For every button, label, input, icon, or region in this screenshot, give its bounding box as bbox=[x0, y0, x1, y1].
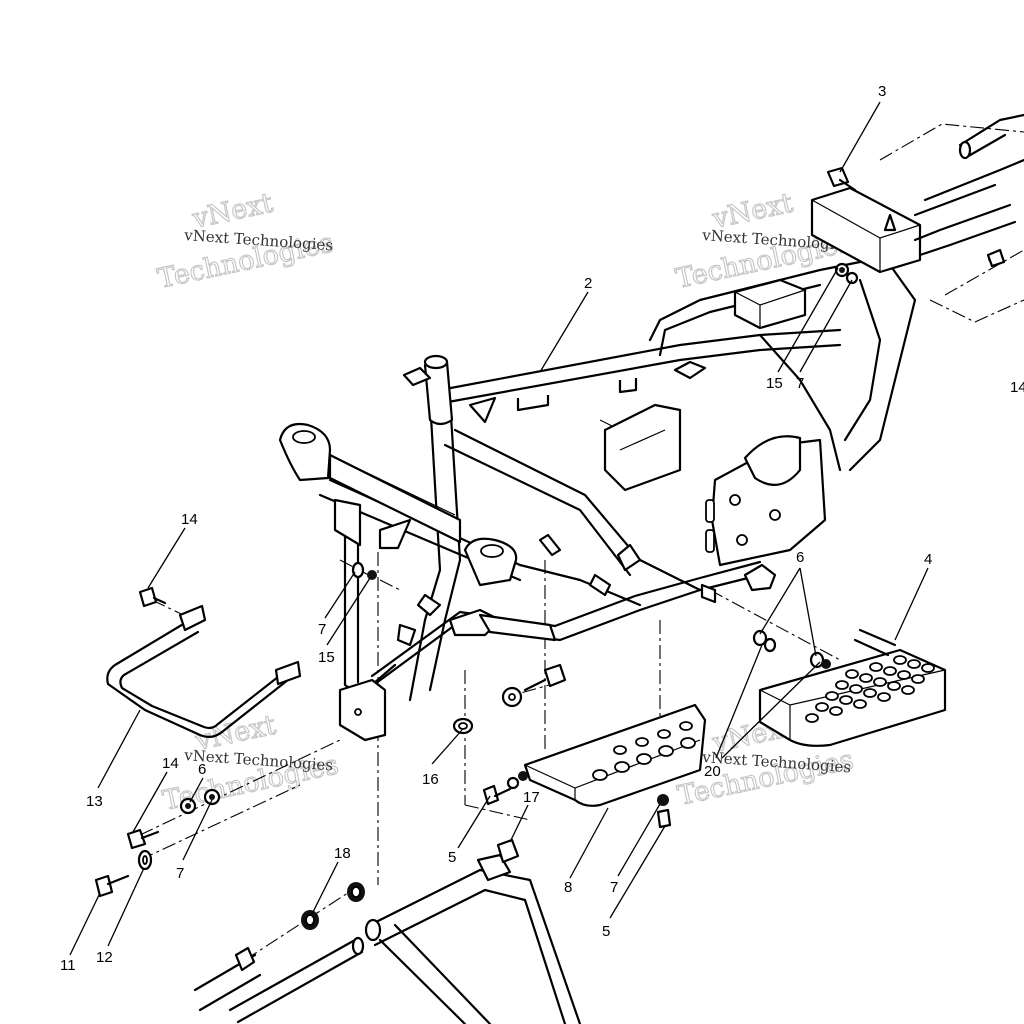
footrest-hole bbox=[883, 666, 897, 676]
foot-plate-hole bbox=[614, 761, 630, 773]
main-frame bbox=[278, 113, 1024, 742]
footrest-hole bbox=[815, 702, 829, 712]
callout-15-upper: 15 bbox=[766, 375, 783, 392]
footrest-hole bbox=[901, 685, 915, 695]
footrest-hole bbox=[853, 699, 867, 709]
foot-plate-hole bbox=[680, 737, 696, 749]
footrest-hole bbox=[845, 669, 859, 679]
footrest-peg-holes bbox=[805, 655, 935, 723]
footrest-hole bbox=[835, 680, 849, 690]
callout-7-lower-right: 7 bbox=[610, 879, 618, 896]
callout-7-upper: 7 bbox=[796, 375, 804, 392]
callout-4: 4 bbox=[924, 551, 932, 568]
footrest-hole bbox=[863, 688, 877, 698]
callout-14-lower: 14 bbox=[162, 755, 179, 772]
a-arm bbox=[364, 853, 582, 1024]
foot-plate-hole bbox=[613, 745, 627, 755]
fasteners bbox=[94, 166, 1006, 972]
foot-plate-hole bbox=[657, 729, 671, 739]
callout-14-right-edge: 14 bbox=[1010, 379, 1024, 396]
callout-14-left: 14 bbox=[181, 511, 198, 528]
callout-13: 13 bbox=[86, 793, 103, 810]
callout-20: 20 bbox=[704, 763, 721, 780]
footrest-hole bbox=[859, 673, 873, 683]
callout-12: 12 bbox=[96, 949, 113, 966]
footrest-hole bbox=[869, 662, 883, 672]
callout-7-lower-left: 7 bbox=[176, 865, 184, 882]
foot-plate-hole bbox=[658, 745, 674, 757]
footrest-hole bbox=[887, 681, 901, 691]
callout-6-lower: 6 bbox=[198, 761, 206, 778]
callout-numbers: 3 2 15 7 14 14 7 15 6 4 13 14 6 7 16 20 … bbox=[60, 83, 1024, 974]
callout-11: 11 bbox=[60, 957, 76, 974]
foot-plate-holes bbox=[592, 721, 696, 781]
callout-15-left: 15 bbox=[318, 649, 335, 666]
footrest-hole bbox=[825, 691, 839, 701]
callout-18: 18 bbox=[334, 845, 351, 862]
footrest-hole bbox=[911, 674, 925, 684]
footrest-hole bbox=[873, 677, 887, 687]
footrest-hole bbox=[897, 670, 911, 680]
footrest-hole bbox=[921, 663, 935, 673]
pivot-shaft bbox=[193, 936, 365, 1024]
footrest-hole bbox=[893, 655, 907, 665]
callout-5-center: 5 bbox=[448, 849, 456, 866]
callout-5-lower-right: 5 bbox=[602, 923, 610, 940]
callout-6-right: 6 bbox=[796, 549, 804, 566]
footrest-hole bbox=[805, 713, 819, 723]
callout-8: 8 bbox=[564, 879, 572, 896]
left-footrest-bar bbox=[106, 604, 302, 739]
footrest-hole bbox=[877, 692, 891, 702]
footrest-hole bbox=[839, 695, 853, 705]
footrest-hole bbox=[849, 684, 863, 694]
callout-7-left: 7 bbox=[318, 621, 326, 638]
foot-plate-hole bbox=[636, 753, 652, 765]
callout-3: 3 bbox=[878, 83, 886, 100]
foot-plate-hole bbox=[679, 721, 693, 731]
callout-2: 2 bbox=[584, 275, 592, 292]
footrest-hole bbox=[829, 706, 843, 716]
foot-plate-hole bbox=[592, 769, 608, 781]
watermark-left: vNext Technologies vNext Technologies bbox=[154, 187, 336, 295]
leader-lines bbox=[69, 101, 929, 956]
callout-17: 17 bbox=[523, 789, 540, 806]
footrest-hole bbox=[907, 659, 921, 669]
callout-16: 16 bbox=[422, 771, 439, 788]
foot-plate-hole bbox=[635, 737, 649, 747]
